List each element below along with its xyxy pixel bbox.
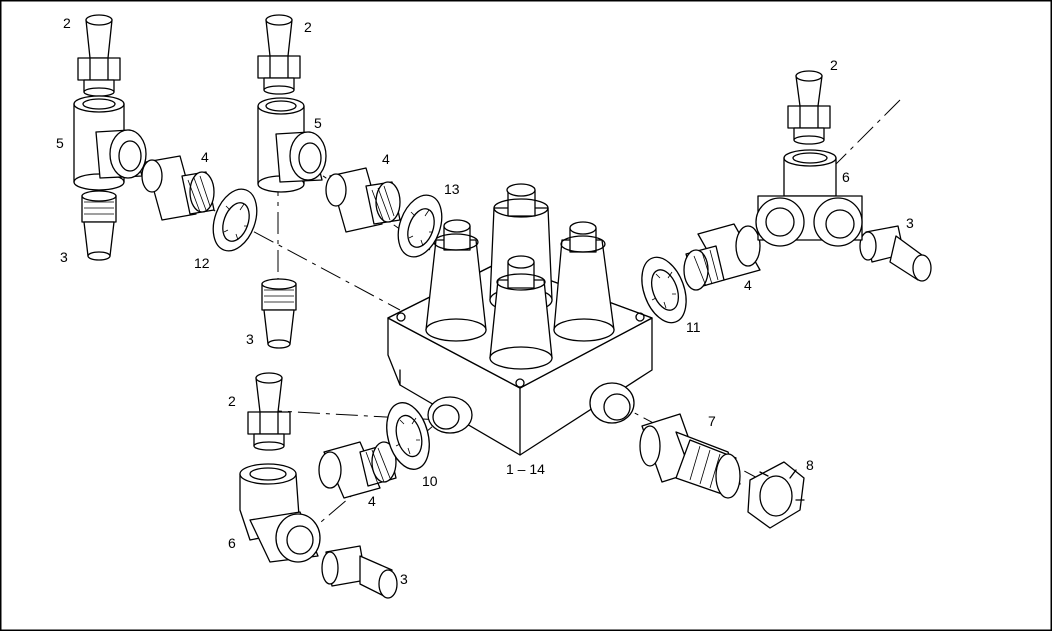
tee-6-right: [755, 149, 863, 247]
valve-block: [387, 183, 653, 456]
nut-8: [747, 461, 805, 529]
label-12: 12: [194, 255, 210, 271]
label-3-right: 3: [906, 215, 914, 231]
tee-5-left: [73, 95, 147, 191]
nozzle-left: [425, 219, 487, 342]
label-3-mid: 3: [246, 331, 254, 347]
washer-12: [212, 188, 258, 252]
plug-3-right: [859, 225, 932, 282]
adapter-4-bottom: [318, 441, 397, 499]
adapter-4-mid: [325, 167, 401, 233]
label-5-mid: 5: [314, 115, 322, 131]
label-1-14: 1 – 14: [506, 461, 545, 477]
label-4-left: 4: [201, 149, 209, 165]
washer-11: [641, 256, 687, 324]
washer-10: [386, 402, 430, 470]
label-7: 7: [708, 413, 716, 429]
callout-labels: 2 2 2 2 5 5 4 4 4 4 3 3 3 3 6 6 12 13 11…: [56, 15, 914, 587]
label-4-right: 4: [744, 277, 752, 293]
label-10: 10: [422, 473, 438, 489]
adapter-4-left: [141, 155, 215, 221]
connector-2-top-left: [77, 14, 121, 97]
label-2-top-mid: 2: [304, 19, 312, 35]
label-8: 8: [806, 457, 814, 473]
label-4-mid: 4: [382, 151, 390, 167]
plug-3-mid: [261, 278, 297, 349]
label-2-top-right: 2: [830, 57, 838, 73]
tee-5-mid: [257, 97, 327, 193]
label-6-bottom: 6: [228, 535, 236, 551]
plug-3-left: [81, 190, 117, 261]
label-4-bottom: 4: [368, 493, 376, 509]
label-2-bottom-left: 2: [228, 393, 236, 409]
label-3-bottom: 3: [400, 571, 408, 587]
label-11: 11: [686, 319, 701, 335]
elbow-6-bottom: [239, 463, 321, 563]
plug-3-bottom: [321, 545, 398, 599]
label-5-left: 5: [56, 135, 64, 151]
washer-13: [397, 194, 443, 258]
adapter-4-right: [683, 223, 761, 291]
label-3-left: 3: [60, 249, 68, 265]
connector-2-top-right: [787, 70, 831, 145]
label-6-right: 6: [842, 169, 850, 185]
nozzle-right: [553, 221, 615, 342]
connector-2-top-mid: [257, 14, 301, 95]
connector-2-bottom-left: [247, 372, 291, 451]
bulkhead-7: [639, 413, 741, 499]
nozzle-front: [489, 255, 553, 370]
label-2-top-left: 2: [63, 15, 71, 31]
label-13: 13: [444, 181, 460, 197]
